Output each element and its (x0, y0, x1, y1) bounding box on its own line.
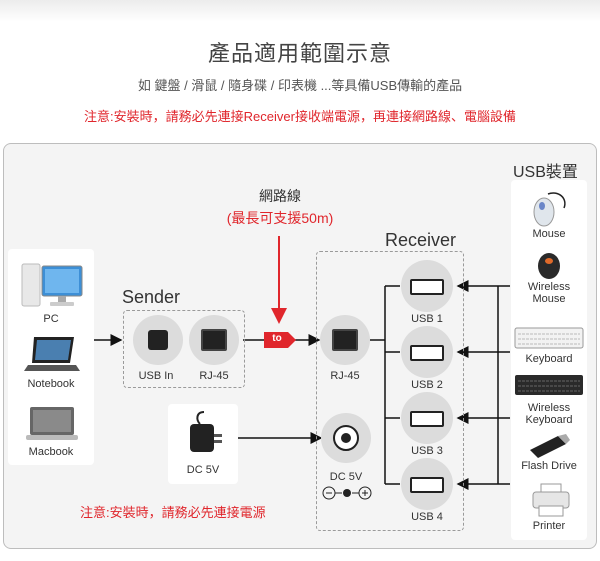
cable-length-note: (最長可支援50m) (226, 210, 334, 226)
printer-icon (532, 483, 570, 517)
wireless-keyboard-icon (515, 375, 583, 395)
pc-label: PC (43, 313, 59, 325)
usb-4-label: USB 4 (411, 511, 443, 523)
usb-a-icon (410, 345, 444, 361)
page-subtitle: 如 鍵盤 / 滑鼠 / 隨身碟 / 印表機 ...等具備USB傳輸的產品 (137, 78, 463, 93)
usb-in-label: USB In (138, 370, 174, 382)
macbook-label: Macbook (28, 446, 74, 458)
usb-a-icon (410, 279, 444, 295)
usb-1-label: USB 1 (411, 313, 443, 325)
wireless-mouse-label: Wireless Mouse (527, 281, 571, 305)
mouse-label: Mouse (532, 228, 566, 240)
power-note: 注意:安裝時，請務必先連接電源 (80, 505, 266, 520)
wireless-mouse-icon (538, 253, 560, 279)
receiver-rj45-icon (332, 329, 358, 351)
rj45-icon (201, 329, 227, 351)
keyboard-icon (514, 327, 584, 349)
usb-2-label: USB 2 (411, 379, 443, 391)
usb-a-icon (410, 411, 444, 427)
polarity-icon (322, 486, 372, 500)
usb-devices-title: USB裝置 (513, 164, 578, 181)
to-badge-label: to (272, 333, 282, 344)
to-badge (264, 332, 296, 348)
top-shade (0, 0, 600, 22)
page-title: 產品適用範圍示意 (207, 41, 392, 66)
receiver-box (316, 251, 464, 531)
sender-rj45-label: RJ-45 (199, 370, 229, 382)
notebook-label: Notebook (27, 378, 75, 390)
sender-box (123, 310, 245, 388)
usb-a-icon (410, 477, 444, 493)
dc-jack-icon (333, 425, 359, 451)
printer-label: Printer (532, 520, 566, 532)
pc-icon (21, 263, 83, 307)
notebook-icon (24, 337, 80, 371)
power-adapter-icon (190, 411, 222, 452)
installation-warning: 注意:安裝時，請務必先連接Receiver接收端電源，再連接網路線、電腦設備 (84, 109, 516, 124)
flash-drive-label: Flash Drive (521, 460, 577, 472)
usb-3-label: USB 3 (411, 445, 443, 457)
cable-label: 網路線 (259, 188, 301, 204)
receiver-title: Receiver (385, 230, 457, 250)
usb-devices-card (511, 180, 587, 540)
macbook-icon (26, 407, 78, 440)
usb-b-icon (148, 330, 168, 350)
mouse-icon (533, 192, 566, 227)
wireless-keyboard-label: Wireless Keyboard (525, 402, 573, 426)
receiver-rj45-label: RJ-45 (330, 370, 360, 382)
keyboard-label: Keyboard (525, 353, 573, 365)
power-adapter-label: DC 5V (186, 464, 220, 476)
flash-drive-icon (530, 434, 570, 458)
sender-title: Sender (122, 287, 181, 307)
receiver-dc-label: DC 5V (329, 471, 363, 483)
